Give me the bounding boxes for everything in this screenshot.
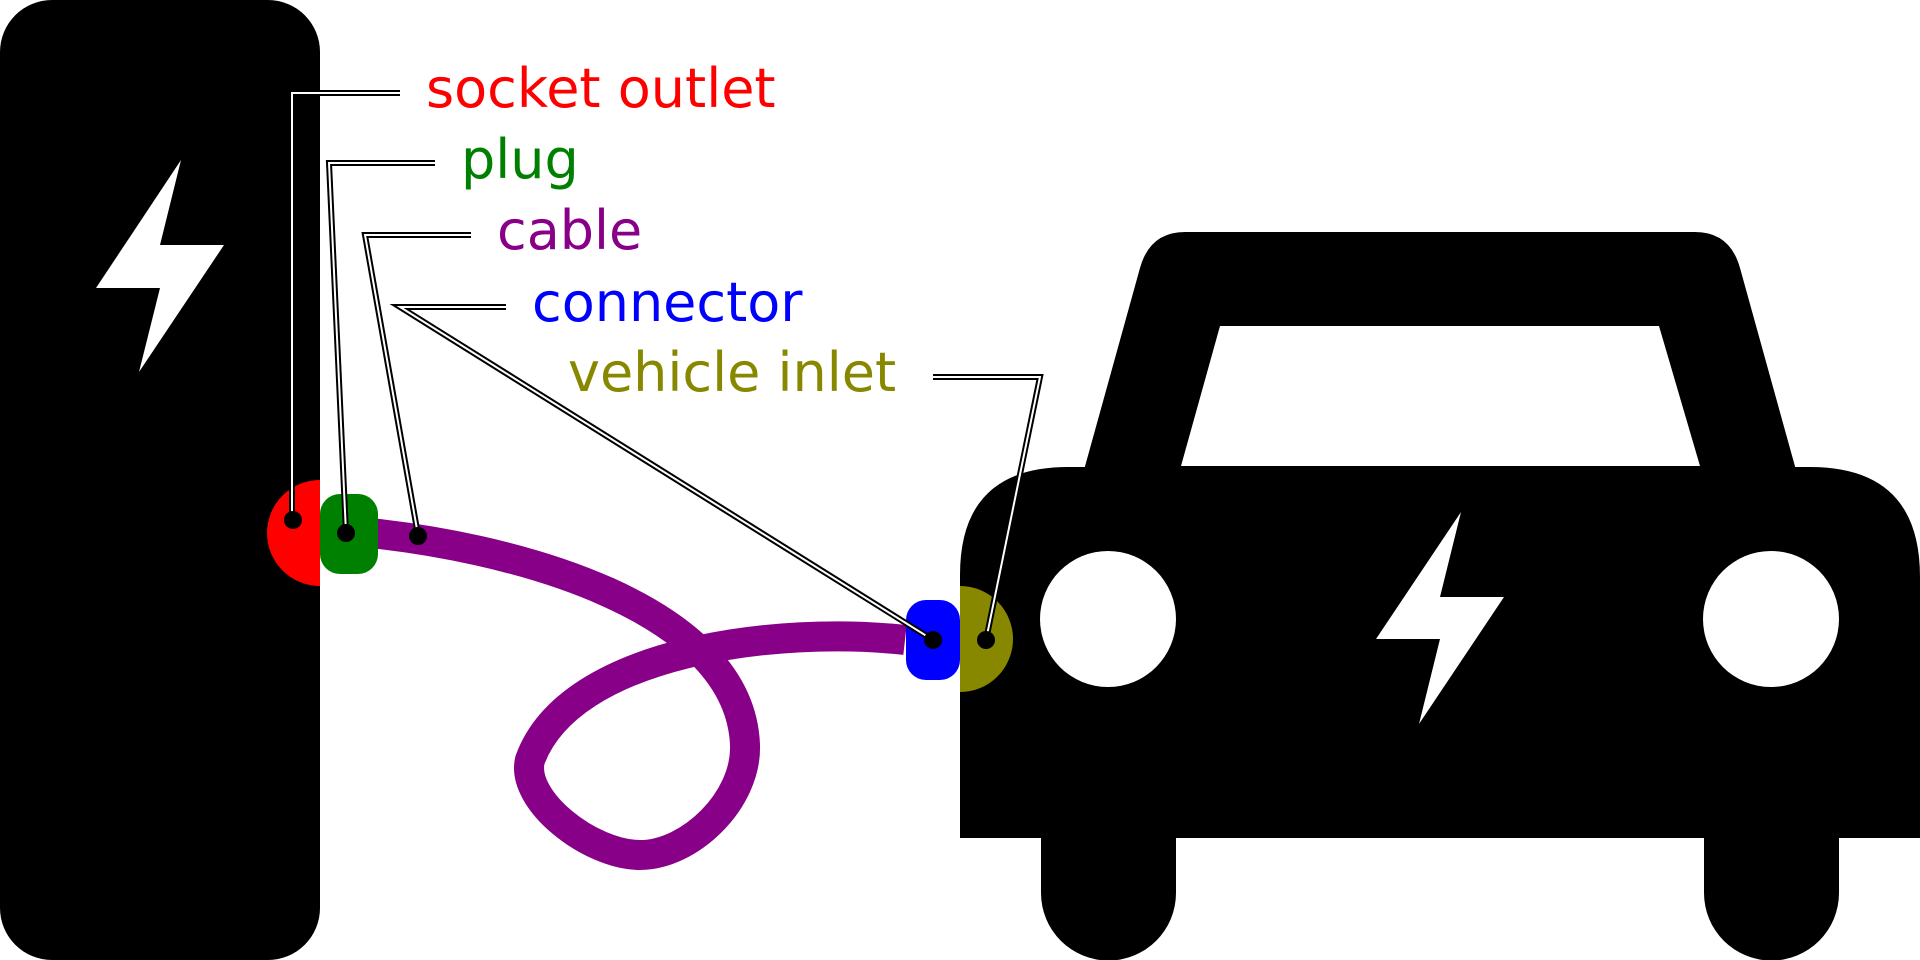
plug-dot xyxy=(337,524,355,542)
leader-line-cable xyxy=(361,232,471,536)
leader-line-vehicle-inlet xyxy=(933,374,1044,641)
station-bolt-icon xyxy=(96,160,224,372)
label-connector: connector xyxy=(532,271,803,334)
car-bolt-icon xyxy=(1376,512,1504,724)
leader-line-socket-outlet xyxy=(289,90,400,520)
label-socket-outlet: socket outlet xyxy=(426,57,776,120)
socket-outlet-dot xyxy=(284,511,302,529)
car-headlight-right xyxy=(1703,551,1839,687)
electric-car-icon xyxy=(960,232,1920,960)
car-window xyxy=(1181,326,1700,466)
cable xyxy=(336,515,907,870)
cable-dot xyxy=(409,527,427,545)
leader-line-plug xyxy=(325,160,435,534)
leader-line-connector xyxy=(389,304,935,643)
label-vehicle-inlet: vehicle inlet xyxy=(568,341,896,404)
label-cable: cable xyxy=(497,199,642,262)
car-headlight-left xyxy=(1040,551,1176,687)
label-plug: plug xyxy=(461,128,579,191)
socket-outlet xyxy=(267,480,320,586)
charging-station-icon xyxy=(0,0,320,960)
connector-dot xyxy=(924,631,942,649)
vehicle-inlet-dot xyxy=(977,631,995,649)
